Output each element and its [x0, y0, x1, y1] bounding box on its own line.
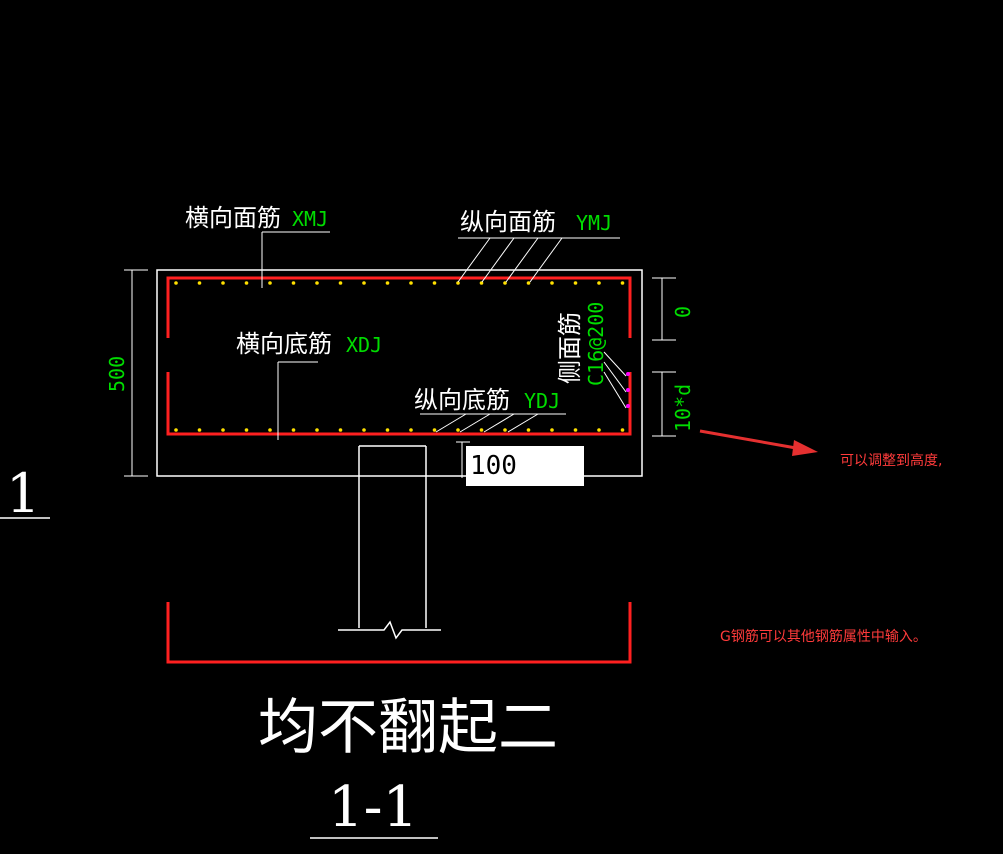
bottom-longitudinal-label: 纵向底筋	[414, 386, 510, 414]
rebar-dot	[174, 428, 178, 432]
rebar-dot	[456, 428, 460, 432]
rebar-dot	[550, 281, 554, 285]
rebar-dot	[620, 428, 625, 432]
rebar-dot	[315, 428, 319, 432]
rebar-dot	[268, 281, 272, 285]
top-transverse-code: XMJ	[292, 207, 328, 231]
dimension-height	[124, 269, 148, 477]
column-stub	[338, 445, 441, 640]
g-bar-note: G钢筋可以其他钢筋属性中输入。	[720, 628, 927, 645]
rebar-dot	[573, 428, 578, 432]
side-bar-label: 侧面筋	[556, 312, 584, 384]
drawing-title: 均不翻起二	[258, 693, 558, 763]
rebar-dot	[503, 281, 507, 285]
side-bar-spec: C16@200	[584, 302, 608, 386]
top-offset-value: 0	[671, 306, 695, 318]
cover-dimension-input[interactable]	[466, 446, 584, 486]
rebar-dot	[620, 281, 625, 285]
height-dimension-value: 500	[105, 356, 129, 392]
rebar-cage	[166, 276, 632, 436]
rebar-dot	[550, 428, 554, 432]
rebar-dot	[526, 281, 531, 285]
rebar-dot	[503, 428, 507, 432]
rebar-dot	[432, 428, 437, 432]
rebar-dot	[526, 428, 531, 432]
rebar-dot	[597, 281, 601, 285]
bottom-transverse-code: XDJ	[346, 333, 382, 357]
bottom-transverse-label: 横向底筋	[236, 330, 332, 358]
bottom-longitudinal-code: YDJ	[524, 389, 560, 413]
bottom-bar-dots	[174, 428, 625, 432]
rebar-dot	[385, 428, 390, 432]
rebar-dot	[597, 428, 601, 432]
rebar-dot	[197, 281, 202, 285]
annotation-arrow	[699, 429, 818, 456]
rebar-dot	[409, 281, 413, 285]
rebar-dot	[244, 428, 249, 432]
top-bar-dots	[174, 281, 625, 285]
rebar-dot	[291, 281, 296, 285]
section-title: 1-1	[328, 775, 418, 840]
top-transverse-label: 横向面筋	[185, 204, 281, 232]
rebar-dot	[174, 281, 178, 285]
anchorage-value: 10*d	[671, 384, 695, 432]
rebar-dot	[244, 281, 249, 285]
rebar-dot	[479, 428, 484, 432]
rebar-dot	[362, 281, 366, 285]
dimension-anchorage	[652, 371, 676, 437]
rebar-dot	[315, 281, 319, 285]
rebar-dot	[221, 281, 225, 285]
dimension-cover	[456, 441, 470, 478]
concrete-outline	[156, 269, 643, 477]
rebar-dot	[385, 281, 390, 285]
rebar-dot	[338, 281, 343, 285]
side-bar-dots	[626, 372, 630, 408]
rebar-dot	[221, 428, 225, 432]
rebar-dot	[573, 281, 578, 285]
rebar-dot	[362, 428, 366, 432]
rebar-dot	[338, 428, 343, 432]
rebar-dot	[456, 281, 460, 285]
rebar-dot	[432, 281, 437, 285]
leader-lines	[261, 231, 627, 440]
rebar-dot	[268, 428, 272, 432]
lower-rebar	[166, 602, 632, 664]
adjust-height-note: 可以调整到高度,	[840, 452, 942, 469]
dimension-top-offset	[652, 277, 676, 341]
top-longitudinal-label: 纵向面筋	[460, 208, 556, 236]
rebar-dot	[197, 428, 202, 432]
section-mark-left: 1	[6, 462, 40, 525]
rebar-dot	[409, 428, 413, 432]
top-longitudinal-code: YMJ	[576, 211, 612, 235]
rebar-dot	[291, 428, 296, 432]
